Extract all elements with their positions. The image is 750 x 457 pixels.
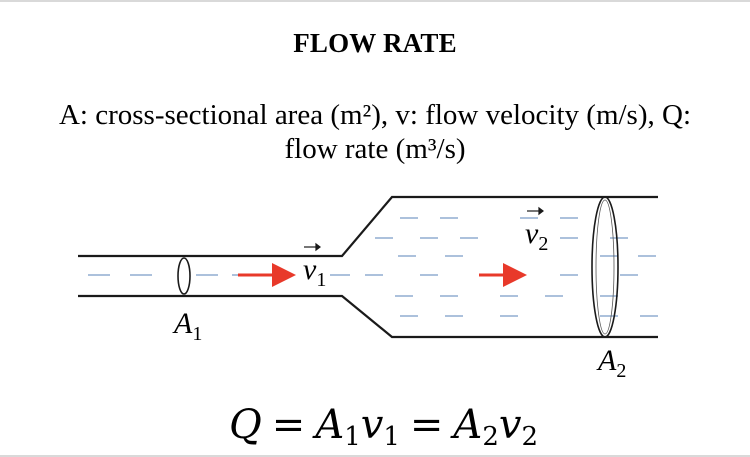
pipe-bottom-wall: [78, 294, 658, 339]
legend-line-1: A: cross-sectional area (m²), v: flow ve…: [58, 99, 691, 131]
label-a2: A2: [596, 344, 626, 382]
bottom-divider: [0, 455, 750, 457]
pipe-walls: [78, 195, 658, 339]
label-a1: A1: [172, 307, 202, 345]
legend-text: A: cross-sectional area (m²), v: flow ve…: [0, 98, 750, 166]
legend-line-2: flow rate (m³/s): [284, 133, 466, 165]
cross-section-a2: [591, 196, 619, 338]
top-divider: [0, 0, 750, 2]
fluid-lines: [88, 217, 658, 317]
flow-rate-equation: Q=A1v1=A2v2: [229, 402, 538, 452]
cross-section-a1: [177, 257, 191, 295]
diagram-title: FLOW RATE: [293, 28, 457, 58]
pipe-top-wall: [78, 195, 658, 258]
label-v2: v2: [525, 217, 548, 255]
label-v1: v1: [303, 253, 326, 291]
